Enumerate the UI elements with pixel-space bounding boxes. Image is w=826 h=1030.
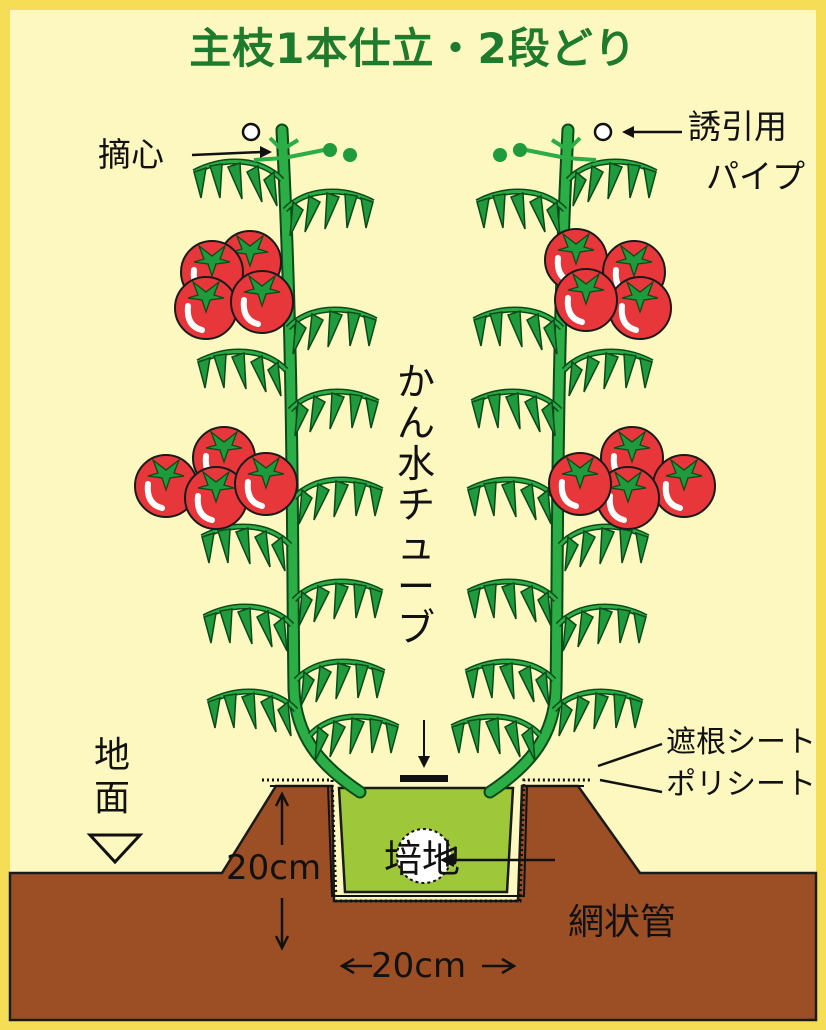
tekishin-arrow bbox=[191, 150, 263, 157]
label-kansui-tube: かん水チューブ bbox=[396, 360, 435, 651]
label-width: 20cm bbox=[371, 946, 467, 986]
label-chimen: 地面 bbox=[93, 735, 130, 820]
label-yuin-pipe-line1: 誘引用 bbox=[688, 107, 787, 146]
width-arrowheads bbox=[339, 957, 517, 975]
poly-sheet bbox=[270, 785, 584, 897]
sheet-pointers bbox=[597, 742, 663, 794]
leaves-left bbox=[194, 136, 398, 761]
label-yuin-pipe-line2: パイプ bbox=[706, 157, 805, 196]
label-poly-sheet: ポリシート bbox=[666, 767, 816, 802]
mojo-arrowhead bbox=[440, 853, 454, 867]
label-tekishin: 摘心 bbox=[98, 135, 164, 174]
label-depth: 20cm bbox=[226, 848, 322, 888]
label-shakon-sheet: 遮根シート bbox=[666, 725, 816, 760]
leaves-right bbox=[452, 136, 656, 761]
depth-arrowheads bbox=[274, 791, 290, 951]
pipe-marker-left bbox=[241, 122, 261, 142]
tekishin-arrowhead bbox=[260, 146, 272, 158]
label-mojokan: 網状管 bbox=[568, 902, 677, 943]
tube-arrowhead bbox=[418, 756, 430, 768]
drip-tube bbox=[400, 775, 448, 782]
pipe-marker-right bbox=[593, 122, 613, 142]
label-baichi: 培地 bbox=[384, 837, 461, 881]
pipe-arrowhead bbox=[622, 126, 634, 138]
diagram-title: 主枝1本仕立・2段どり bbox=[189, 24, 637, 73]
ground-level-triangle bbox=[86, 833, 144, 865]
fruit-cluster-left-upper bbox=[175, 231, 293, 339]
